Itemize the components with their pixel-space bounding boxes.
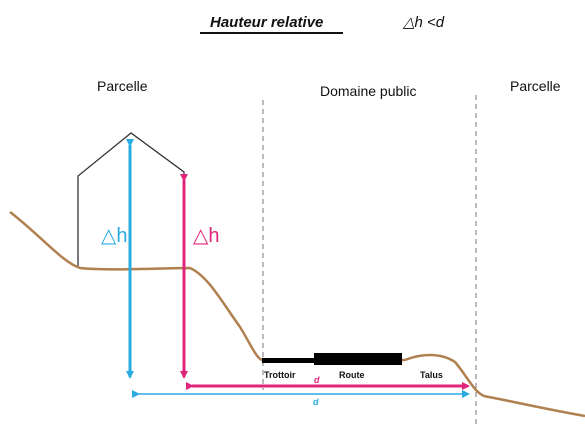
right-parcel-label: Parcelle [510, 78, 561, 94]
trottoir-label: Trottoir [264, 370, 296, 380]
road-bar [314, 353, 402, 365]
sidewalk-bar [262, 358, 315, 363]
terrain-profile [9, 211, 585, 418]
pink-d-label: d [314, 375, 320, 385]
blue-dh-label: △h [101, 225, 128, 247]
diagram-condition: △h <d [402, 14, 445, 31]
route-label: Route [339, 370, 365, 380]
left-parcel-label: Parcelle [97, 78, 148, 94]
blue-d-label: d [313, 397, 319, 407]
public-domain-label: Domaine public [320, 83, 417, 99]
pink-dh-label: △h [193, 225, 220, 247]
diagram-title: Hauteur relative [210, 14, 323, 31]
talus-label: Talus [420, 370, 443, 380]
